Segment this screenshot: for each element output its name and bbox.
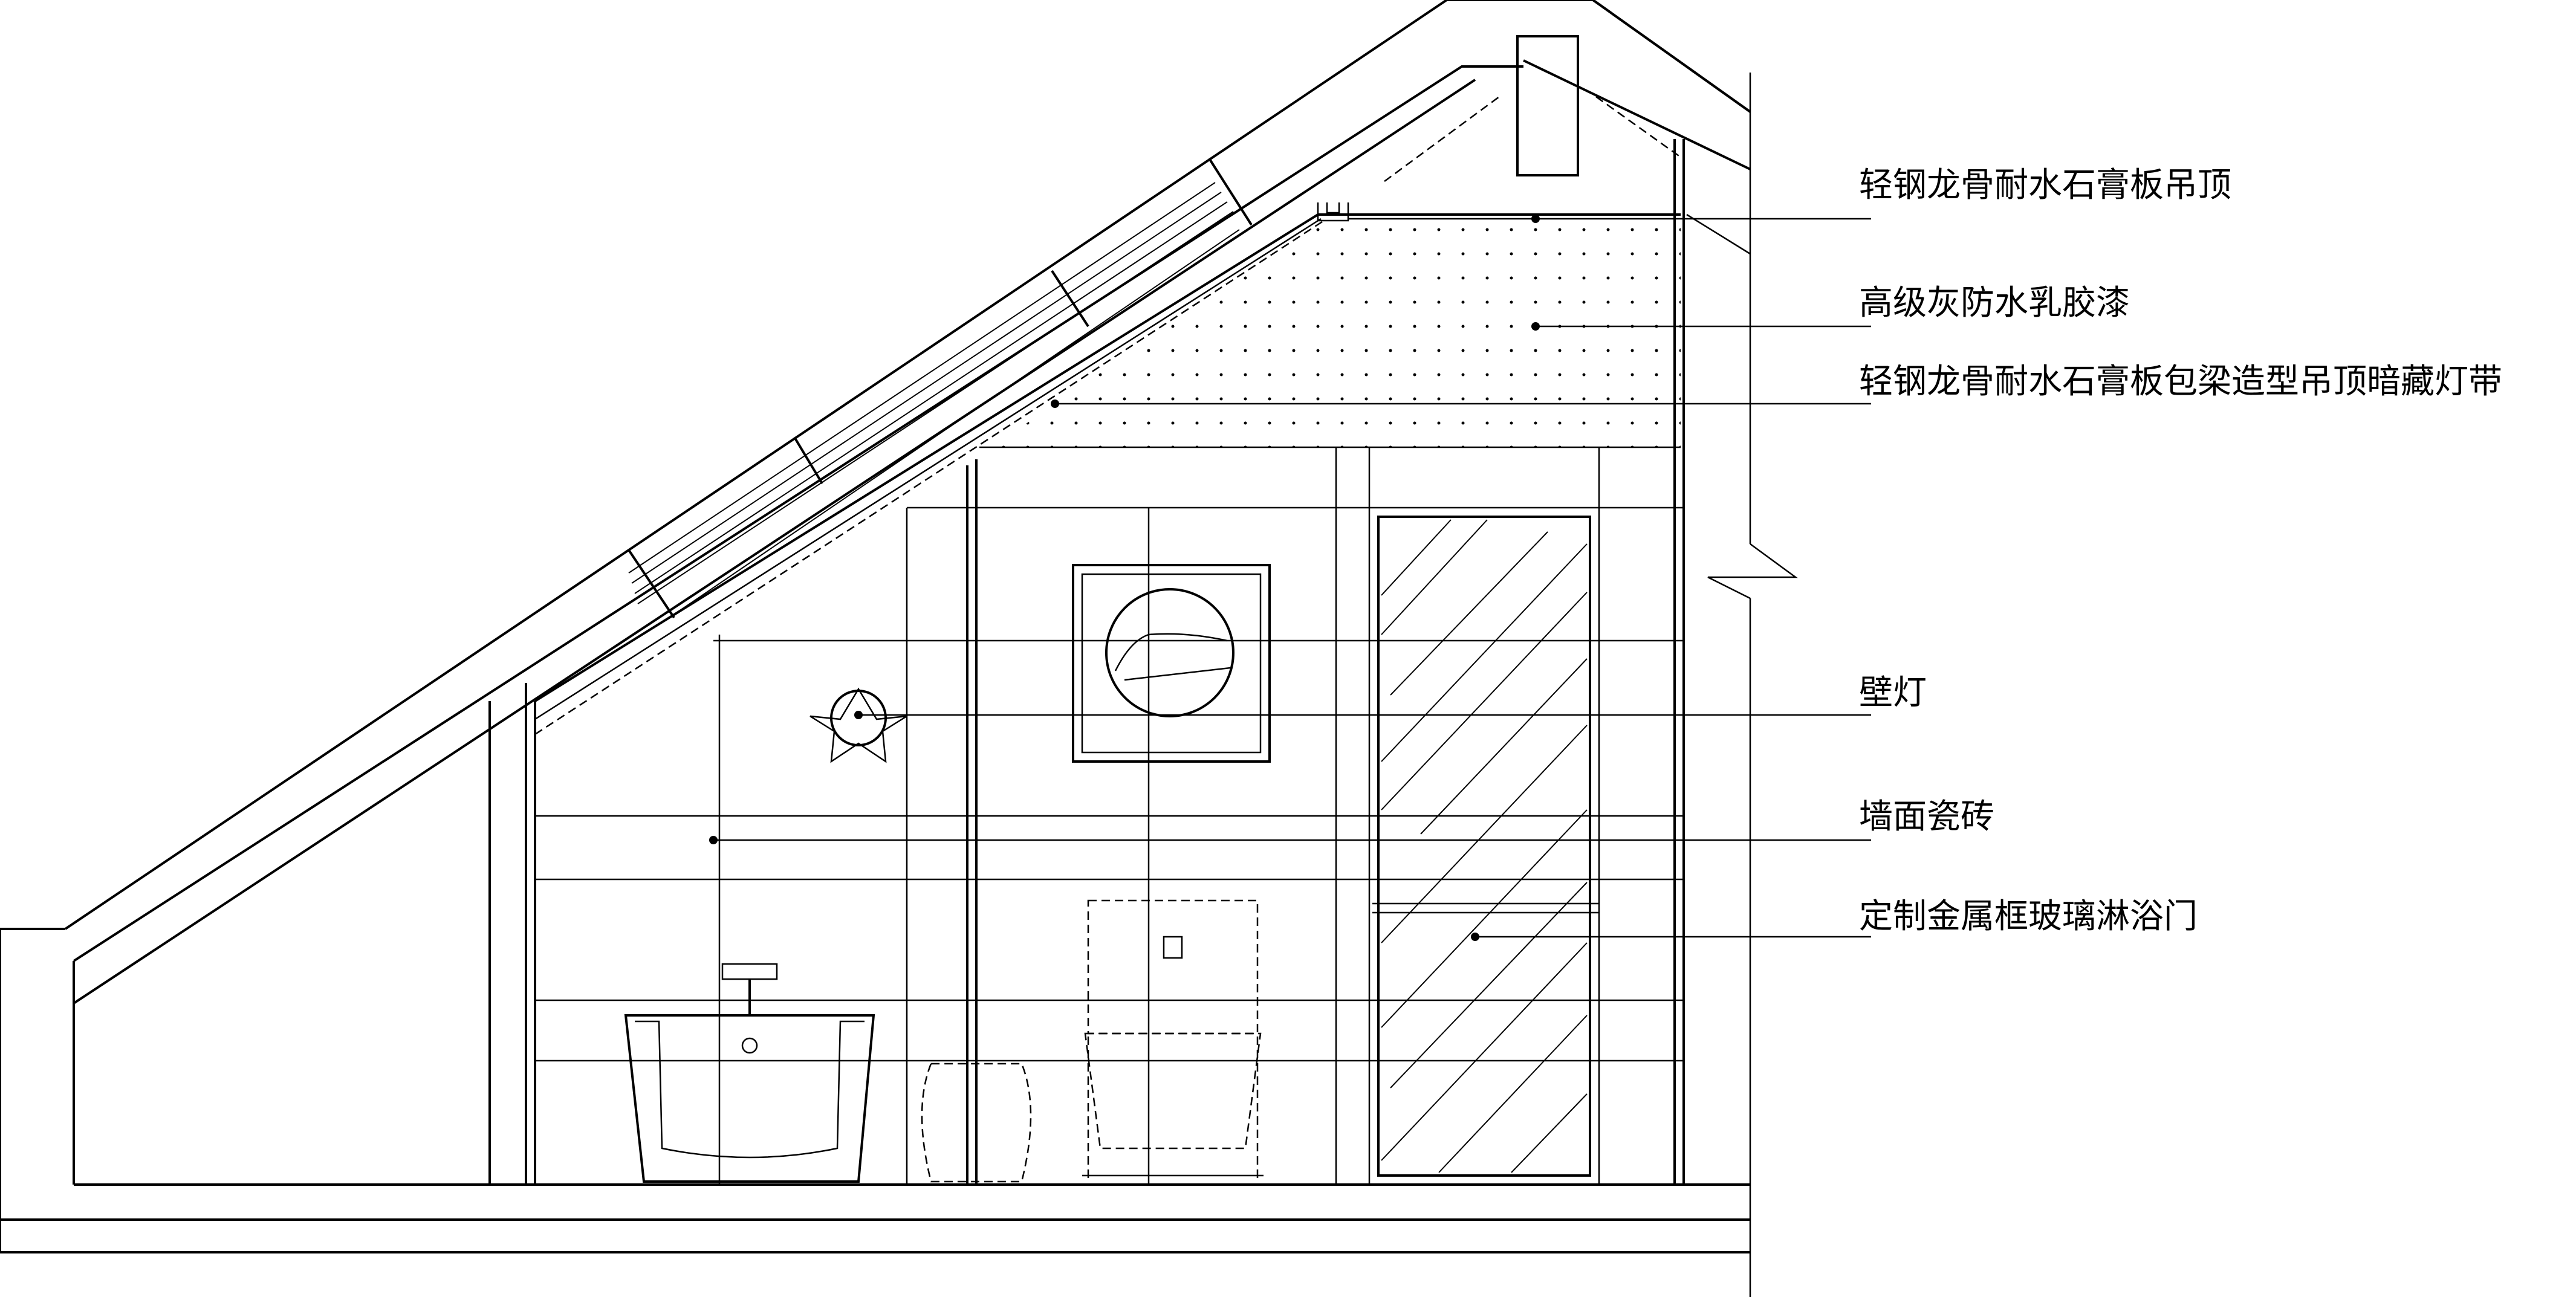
bathtub: [624, 963, 875, 1183]
leader-lines: [709, 215, 1871, 941]
glass-hatch: [1381, 519, 1588, 1173]
shower-glass-door: [1372, 516, 1599, 1177]
round-mirror: [1072, 564, 1271, 763]
annotation-beam: 轻钢龙骨耐水石膏板包梁造型吊顶暗藏灯带: [1859, 362, 2502, 401]
wall-tile-grid: [535, 447, 1684, 1185]
stool: [921, 1063, 1032, 1183]
annotation-door: 定制金属框玻璃淋浴门: [1859, 897, 2198, 936]
annotation-lamp: 壁灯: [1859, 673, 1927, 713]
toilet: [1082, 899, 1264, 1182]
roof-slope: [64, 0, 1751, 1185]
right-wall: [1673, 73, 1798, 1297]
wall-lamp: [809, 687, 907, 763]
annotation-ceiling: 轻钢龙骨耐水石膏板吊顶: [1859, 166, 2231, 205]
floor-slab: [0, 928, 1750, 1253]
paint-region: [979, 221, 1681, 448]
annotation-paint: 高级灰防水乳胶漆: [1859, 283, 2130, 323]
annotation-tile: 墙面瓷砖: [1859, 797, 1994, 836]
roof-hatch: [628, 182, 1240, 617]
gable-detail: [1317, 35, 1681, 222]
